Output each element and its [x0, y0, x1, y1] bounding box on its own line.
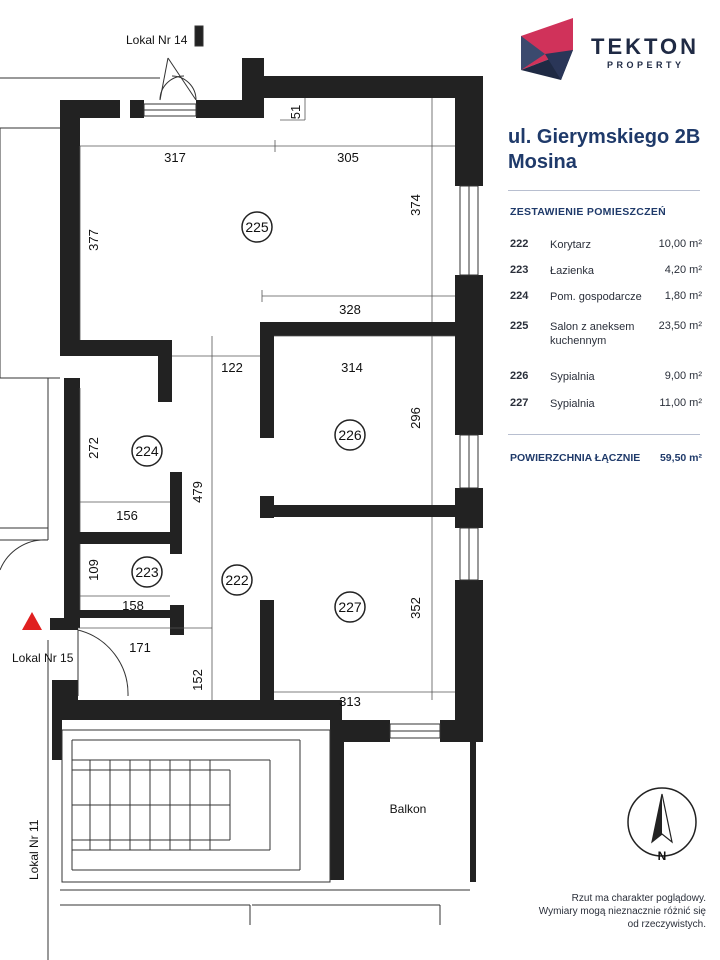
windows — [143, 103, 479, 739]
door-lokal-14 — [159, 25, 204, 101]
room-label-226: 226 — [334, 419, 366, 451]
svg-text:226: 226 — [338, 427, 362, 443]
address: ul. Gierymskiego 2B Mosina — [508, 125, 708, 175]
dim-109: 109 — [86, 559, 101, 581]
north-label: N — [658, 849, 667, 863]
divider — [508, 190, 700, 191]
svg-text:227: 227 — [338, 599, 362, 615]
address-city: Mosina — [508, 151, 577, 173]
room-label-222: 222 — [221, 564, 253, 596]
total-label: POWIERZCHNIA ŁĄCZNIE — [510, 452, 641, 464]
brand-sub: PROPERTY — [607, 60, 685, 70]
dim-377: 377 — [86, 229, 101, 251]
brand-logo: TEKTON PROPERTY — [515, 14, 705, 84]
disclaimer: Rzut ma charakter poglądowy. Wymiary mog… — [538, 893, 706, 930]
brand-name: TEKTON — [591, 34, 700, 59]
dim-328: 328 — [339, 302, 361, 317]
neighbour-outline — [0, 77, 470, 960]
divider — [508, 434, 700, 435]
dim-314: 314 — [341, 360, 363, 375]
total-value: 59,50 m² — [659, 452, 702, 464]
dim-171: 171 — [129, 640, 151, 655]
dim-313: 313 — [339, 694, 361, 709]
svg-text:225: 225 — [245, 219, 269, 235]
dim-479: 479 — [190, 481, 205, 503]
dim-156: 156 — [116, 508, 138, 523]
dim-296: 296 — [408, 407, 423, 429]
total-area: POWIERZCHNIA ŁĄCZNIE 59,50 m² — [510, 452, 702, 464]
walls — [50, 58, 483, 882]
dim-122: 122 — [221, 360, 243, 375]
dimension-lines — [78, 98, 455, 700]
room-label-224: 224 — [131, 435, 163, 467]
dimension-texts: 51 317 305 377 374 328 122 314 272 296 4… — [86, 105, 423, 709]
dim-152: 152 — [190, 669, 205, 691]
dim-317: 317 — [164, 150, 186, 165]
dim-305: 305 — [337, 150, 359, 165]
rooms-heading: ZESTAWIENIE POMIESZCZEŃ — [510, 206, 667, 218]
label-balcony: Balkon — [390, 802, 427, 816]
dim-352: 352 — [408, 597, 423, 619]
address-street: ul. Gierymskiego 2B — [508, 126, 701, 148]
room-label-223: 223 — [131, 556, 163, 588]
label-lokal-11: Lokal Nr 11 — [27, 819, 41, 880]
floor-plan: 225 224 223 222 226 227 51 317 305 377 3… — [0, 25, 483, 960]
room-label-225: 225 — [241, 211, 273, 243]
staircase — [61, 729, 331, 883]
neighbour-labels: Lokal Nr 14 Lokal Nr 15 Lokal Nr 11 Balk… — [12, 33, 426, 880]
dim-158: 158 — [122, 598, 144, 613]
label-lokal-15: Lokal Nr 15 — [12, 651, 74, 665]
label-lokal-14: Lokal Nr 14 — [126, 33, 188, 47]
logo-mark-icon — [521, 18, 573, 80]
svg-text:222: 222 — [225, 572, 249, 588]
room-label-227: 227 — [334, 591, 366, 623]
dim-374: 374 — [408, 194, 423, 216]
entrance-marker-icon — [22, 612, 42, 630]
svg-text:224: 224 — [135, 443, 159, 459]
dim-51: 51 — [288, 105, 303, 119]
svg-text:223: 223 — [135, 564, 159, 580]
entrance-door — [0, 539, 129, 697]
room-labels: 225 224 223 222 226 227 — [131, 211, 366, 623]
dim-272: 272 — [86, 437, 101, 459]
compass: N — [627, 787, 697, 863]
